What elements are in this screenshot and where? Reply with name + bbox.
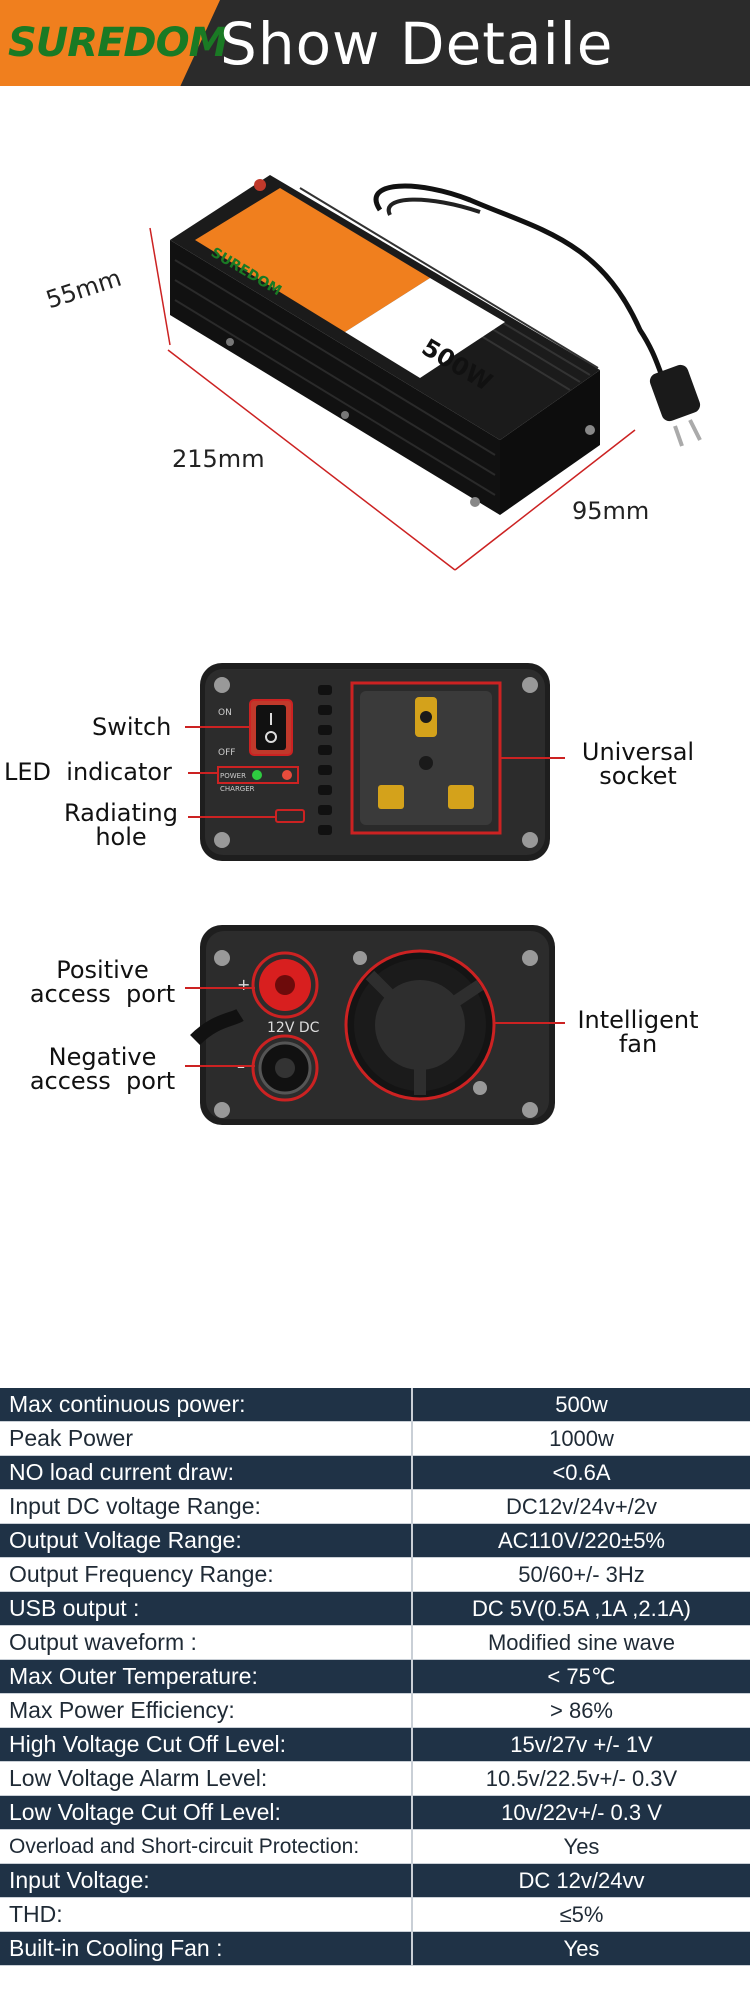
spec-key: Low Voltage Alarm Level: xyxy=(0,1762,413,1795)
brand-logo: SUREDOM xyxy=(8,20,228,66)
svg-text:POWER: POWER xyxy=(220,772,246,780)
spec-row: USB output : DC 5V(0.5A ,1A ,2.1A) xyxy=(0,1592,750,1626)
callout-led-indicator: LED indicator xyxy=(4,758,172,786)
callout-positive-port: Positive access port xyxy=(15,958,190,1006)
spec-row: High Voltage Cut Off Level: 15v/27v +/- 1… xyxy=(0,1728,750,1762)
spec-key: Max Outer Temperature: xyxy=(0,1660,413,1693)
spec-value: 500w xyxy=(555,1391,608,1417)
spec-key: Max continuous power: xyxy=(0,1388,413,1421)
page-title: Show Detaile xyxy=(220,10,614,78)
svg-text:ON: ON xyxy=(218,708,232,718)
spec-row: Built-in Cooling Fan : Yes xyxy=(0,1932,750,1966)
spec-value: ≤5% xyxy=(559,1901,604,1927)
spec-key: THD: xyxy=(0,1898,413,1931)
brand-banner xyxy=(0,0,220,86)
dimension-length: 215mm xyxy=(172,445,265,473)
spec-value: DC12v/24v+/2v xyxy=(505,1493,658,1519)
callout-positive-line1: Positive xyxy=(56,956,149,984)
spec-key: Output waveform : xyxy=(0,1626,413,1659)
spec-value: Yes xyxy=(563,1935,600,1961)
spec-key: USB output : xyxy=(0,1592,413,1625)
spec-row: Low Voltage Alarm Level: 10.5v/22.5v+/- 0… xyxy=(0,1762,750,1796)
spec-row: Output waveform : Modified sine wave xyxy=(0,1626,750,1660)
rear-panel-illustration: + 12V DC – xyxy=(185,925,565,1125)
spec-key: Max Power Efficiency: xyxy=(0,1694,413,1727)
spec-row: Low Voltage Cut Off Level: 10v/22v+/- 0.3… xyxy=(0,1796,750,1830)
callout-radiating-line2: hole xyxy=(95,823,147,851)
front-panel-view: ON OFF POWER CHARGER Switch LED indicato… xyxy=(0,655,750,865)
spec-row: Peak Power 1000w xyxy=(0,1422,750,1456)
callout-radiating-hole: Radiating hole xyxy=(56,801,186,849)
callout-universal-socket: Universal socket xyxy=(568,740,708,788)
spec-row: Input Voltage: DC 12v/24vv xyxy=(0,1864,750,1898)
spec-value: DC 12v/24vv xyxy=(518,1867,645,1893)
spec-key: Low Voltage Cut Off Level: xyxy=(0,1796,413,1829)
spec-key: Peak Power xyxy=(0,1422,413,1455)
rear-panel-view: + 12V DC – Positive access port Negative… xyxy=(0,920,750,1135)
spec-value: 50/60+/- 3Hz xyxy=(518,1561,645,1587)
callout-socket-line1: Universal xyxy=(581,738,695,766)
callout-radiating-line1: Radiating xyxy=(64,799,178,827)
spec-row: Max Outer Temperature: < 75℃ xyxy=(0,1660,750,1694)
callout-negative-port: Negative access port xyxy=(15,1045,190,1093)
product-illustration: SUREDOM 500W xyxy=(149,175,702,571)
callout-fan-line1: Intelligent xyxy=(577,1006,699,1034)
svg-text:CHARGER: CHARGER xyxy=(220,785,255,793)
spec-value: 1000w xyxy=(549,1425,614,1451)
spec-key: NO load current draw: xyxy=(0,1456,413,1489)
svg-text:OFF: OFF xyxy=(218,748,235,758)
callout-negative-line2: access port xyxy=(29,1067,176,1095)
spec-row: Max Power Efficiency: > 86% xyxy=(0,1694,750,1728)
spec-value: 10v/22v+/- 0.3 V xyxy=(501,1799,662,1825)
spec-value: < 75℃ xyxy=(547,1663,616,1689)
voltage-mark: 12V DC xyxy=(267,1020,320,1036)
spec-row: NO load current draw: <0.6A xyxy=(0,1456,750,1490)
page-header: SUREDOM Show Detaile xyxy=(0,0,750,86)
spec-value: <0.6A xyxy=(552,1459,611,1485)
power-led-icon xyxy=(252,770,262,780)
spec-row: Output Voltage Range: AC110V/220±5% xyxy=(0,1524,750,1558)
callout-intelligent-fan: Intelligent fan xyxy=(568,1008,708,1056)
spec-row: Overload and Short-circuit Protection: Ye… xyxy=(0,1830,750,1864)
spec-value: 15v/27v +/- 1V xyxy=(510,1731,653,1757)
spec-key: Overload and Short-circuit Protection: xyxy=(0,1830,413,1863)
plug-icon xyxy=(649,364,702,447)
power-switch xyxy=(249,699,293,756)
spec-row: Max continuous power: 500w xyxy=(0,1388,750,1422)
spec-row: Output Frequency Range: 50/60+/- 3Hz xyxy=(0,1558,750,1592)
spec-row: THD: ≤5% xyxy=(0,1898,750,1932)
callout-switch: Switch xyxy=(92,713,172,741)
callout-negative-line1: Negative xyxy=(48,1043,157,1071)
spec-value: 10.5v/22.5v+/- 0.3V xyxy=(485,1765,678,1791)
charger-led-icon xyxy=(282,770,292,780)
spec-value: Modified sine wave xyxy=(487,1629,676,1655)
callout-positive-line2: access port xyxy=(29,980,176,1008)
spec-key: Output Voltage Range: xyxy=(0,1524,413,1557)
spec-row: Input DC voltage Range: DC12v/24v+/2v xyxy=(0,1490,750,1524)
callout-fan-line2: fan xyxy=(618,1030,658,1058)
spec-value: > 86% xyxy=(550,1697,613,1723)
spec-key: Input Voltage: xyxy=(0,1864,413,1897)
spec-value: DC 5V(0.5A ,1A ,2.1A) xyxy=(472,1595,691,1621)
spec-key: High Voltage Cut Off Level: xyxy=(0,1728,413,1761)
product-overview: SUREDOM 500W 55mm 215mm 95mm xyxy=(0,100,750,600)
spec-key: Output Frequency Range: xyxy=(0,1558,413,1591)
spec-value: AC110V/220±5% xyxy=(498,1527,665,1553)
front-panel-illustration: ON OFF POWER CHARGER xyxy=(185,663,565,861)
callout-socket-line2: socket xyxy=(599,762,677,790)
spec-key: Input DC voltage Range: xyxy=(0,1490,413,1523)
spec-key: Built-in Cooling Fan : xyxy=(0,1932,413,1965)
spec-value: Yes xyxy=(563,1833,600,1859)
svg-text:+: + xyxy=(237,975,250,994)
dimension-width: 95mm xyxy=(572,497,650,525)
